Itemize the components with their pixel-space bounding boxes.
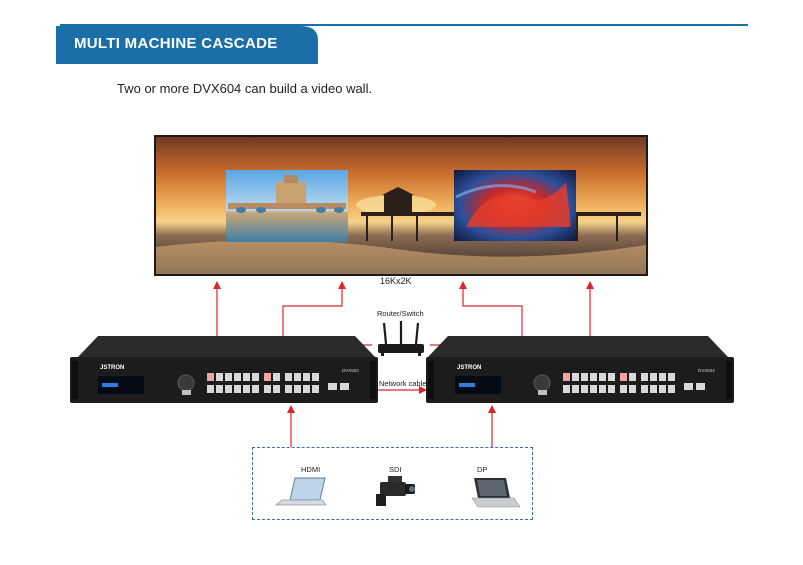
- processor-unit-2: JSTRON DVX604: [426, 336, 734, 403]
- resolution-label: 16Kx2K: [380, 276, 412, 286]
- device-brand: JSTRON: [457, 365, 481, 371]
- abstract-image-window: [454, 170, 576, 241]
- laptop-icon: [274, 477, 327, 506]
- device-model: DVX604: [698, 368, 715, 373]
- source-label-dp: DP: [477, 465, 488, 474]
- source-label-sdi: SDI: [389, 465, 402, 474]
- output-arrow: [459, 281, 523, 336]
- source-label-hdmi: HDMI: [301, 465, 321, 474]
- device-brand: JSTRON: [100, 365, 124, 371]
- video-wall-screen: [154, 135, 648, 276]
- network-cable-label: Network cable: [379, 379, 427, 388]
- input-sources-box: [252, 447, 533, 520]
- router-label: Router/Switch: [377, 309, 424, 318]
- page-subtitle: Two or more DVX604 can build a video wal…: [117, 81, 373, 96]
- device-model: DVX604: [342, 368, 359, 373]
- processor-unit-1: JSTRON DVX604: [70, 336, 378, 403]
- output-arrow: [282, 281, 346, 336]
- castle-image-window: [226, 170, 348, 242]
- router-icon: [378, 321, 424, 356]
- video-wall-image: [156, 137, 646, 274]
- camcorder-icon: [376, 476, 415, 506]
- header-rule: [60, 24, 748, 26]
- title-banner: [56, 26, 318, 64]
- notebook-icon: [471, 478, 521, 508]
- page-title: MULTI MACHINE CASCADE: [74, 35, 278, 52]
